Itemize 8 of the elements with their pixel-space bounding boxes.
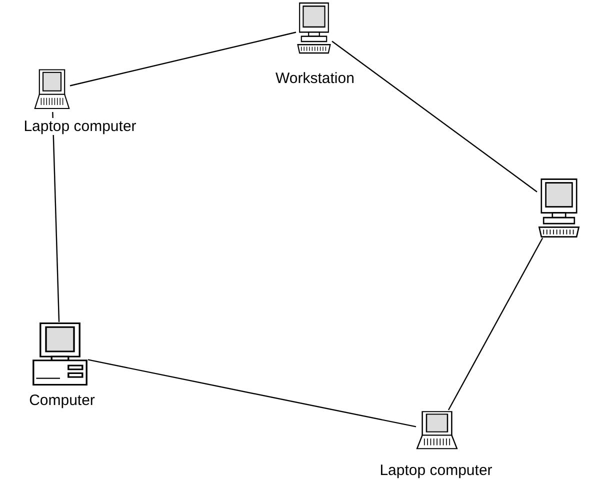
node-label: Laptop computer (22, 118, 138, 135)
node-label: Computer (27, 392, 97, 409)
node-label: Laptop computer (378, 462, 494, 479)
network-link (52, 112, 60, 322)
network-link (88, 359, 416, 428)
network-link (332, 40, 538, 192)
network-link (448, 238, 544, 410)
network-link (70, 32, 296, 86)
